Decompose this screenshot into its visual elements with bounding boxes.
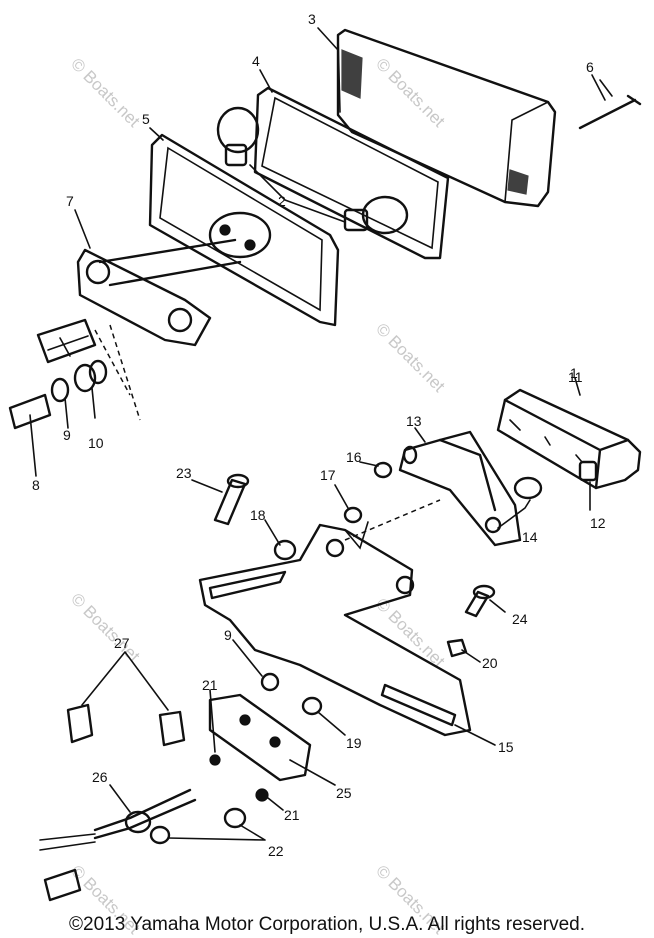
watermark: © Boats.net — [372, 54, 449, 131]
callout-6: 6 — [586, 59, 594, 75]
callout-14: 14 — [522, 529, 538, 545]
callout-21-upper: 21 — [202, 677, 218, 693]
callout-25: 25 — [336, 785, 352, 801]
callout-19: 19 — [346, 735, 362, 751]
callout-18: 18 — [250, 507, 266, 523]
callout-10: 10 — [88, 435, 104, 451]
taillight-lens — [336, 28, 557, 208]
watermark: © Boats.net — [67, 54, 144, 131]
watermark: © Boats.net — [67, 589, 144, 666]
callout-17: 17 — [320, 467, 336, 483]
license-light-bracket — [398, 430, 543, 547]
callout-27: 27 — [114, 635, 130, 651]
callout-20: 20 — [482, 655, 498, 671]
callouts: 1 2 3 4 5 6 7 8 9 10 11 12 13 14 15 16 1… — [32, 11, 606, 859]
clip — [446, 638, 468, 658]
callout-2: 2 — [278, 193, 286, 209]
spacers — [260, 672, 323, 716]
copyright-notice: ©2013 Yamaha Motor Corporation, U.S.A. A… — [69, 914, 585, 935]
callout-23: 23 — [176, 465, 192, 481]
callout-26: 26 — [92, 769, 108, 785]
callout-9-lower: 9 — [224, 627, 232, 643]
callout-4: 4 — [252, 53, 260, 69]
callout-3: 3 — [308, 11, 316, 27]
lens-gasket — [253, 86, 450, 260]
leader-lines — [74, 27, 606, 841]
bracket-bolt — [464, 584, 496, 618]
callout-8: 8 — [32, 477, 40, 493]
callout-21-lower: 21 — [284, 807, 300, 823]
callout-9-upper: 9 — [63, 427, 71, 443]
nuts-spacers — [273, 461, 393, 561]
callout-15: 15 — [498, 739, 514, 755]
bulbs — [216, 106, 409, 235]
caps — [149, 807, 247, 845]
callout-22: 22 — [268, 843, 284, 859]
grommet — [209, 754, 269, 802]
callout-7: 7 — [66, 193, 74, 209]
screw-washer-set — [8, 359, 108, 477]
callout-24: 24 — [512, 611, 528, 627]
wire-harness — [39, 788, 197, 902]
bulb-socket — [76, 238, 242, 347]
terminals — [66, 703, 186, 747]
callout-1: 1 — [570, 365, 578, 381]
callout-16: 16 — [346, 449, 362, 465]
watermark: © Boats.net — [372, 319, 449, 396]
bolt — [578, 79, 642, 130]
callout-12: 12 — [590, 515, 606, 531]
callout-13: 13 — [406, 413, 422, 429]
license-plate-bracket — [198, 499, 472, 737]
license-light-housing — [496, 388, 642, 490]
callout-11: 11 — [568, 369, 583, 385]
cover — [208, 693, 312, 782]
mounting-bolt — [213, 473, 250, 526]
socket-wiring — [36, 318, 141, 421]
watermark: © Boats.net — [372, 594, 449, 671]
lamp-base-plate — [148, 133, 340, 327]
callout-5: 5 — [142, 111, 150, 127]
